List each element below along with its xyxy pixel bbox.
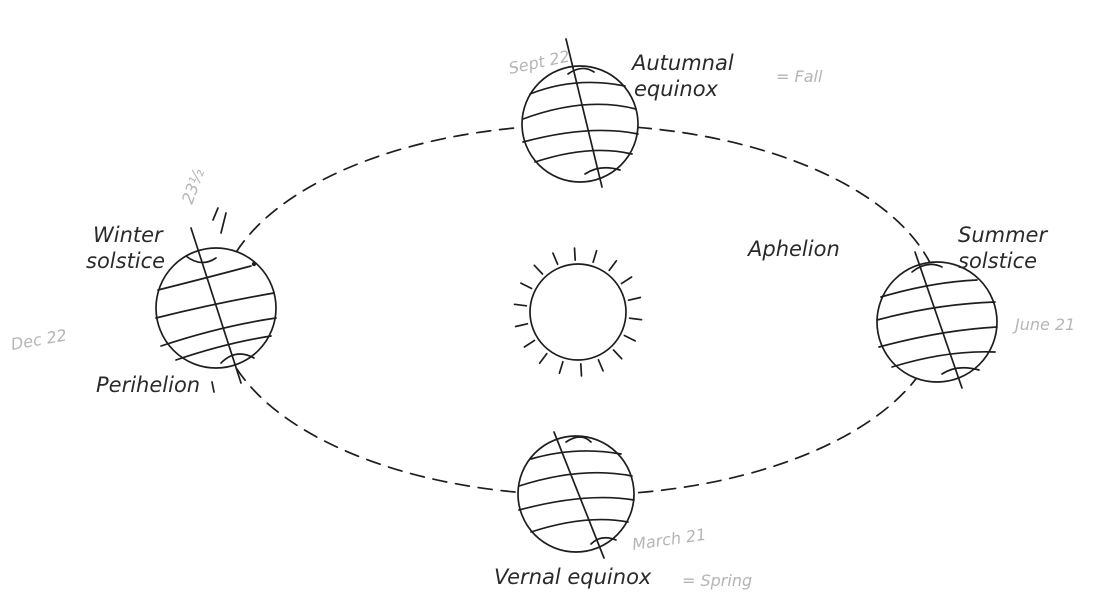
sun-ray [524, 340, 534, 347]
sun-ray [553, 253, 558, 264]
sun-ray [624, 336, 635, 341]
sun [515, 248, 642, 376]
sun-ray [575, 248, 576, 260]
sun-ray [581, 364, 582, 376]
sun-ray [515, 304, 527, 306]
perihelion-marker [212, 382, 214, 392]
note-march: March 21 [631, 525, 707, 554]
globe-vernal-equinox [518, 432, 634, 558]
note-june: June 21 [1012, 315, 1075, 334]
note-dec: Dec 22 [9, 325, 68, 354]
note-fall: = Fall [776, 67, 823, 86]
label-winter: Winter [93, 223, 164, 247]
note-tilt: 23½ [178, 166, 208, 207]
sun-ray [609, 261, 616, 271]
globe-winter-solstice [156, 208, 276, 383]
label-vernal-equinox: Vernal equinox [494, 565, 652, 589]
label-winter-solstice: solstice [86, 249, 165, 273]
note-spring: = Spring [682, 571, 752, 590]
sun-ray [534, 265, 542, 274]
sun-ray [559, 362, 563, 373]
label-autumnal-equinox: equinox [634, 77, 719, 101]
sun-ray [614, 350, 622, 359]
label-autumnal: Autumnal [630, 51, 734, 75]
sun-ray [622, 277, 632, 284]
sun-ray [598, 360, 603, 371]
label-summer: Summer [958, 223, 1048, 247]
sun-ray [629, 298, 641, 301]
sun-ray [540, 354, 547, 364]
sun-ray [521, 283, 532, 288]
label-aphelion: Aphelion [746, 237, 840, 261]
sun-ray [516, 324, 528, 327]
sun-ray [593, 251, 597, 262]
label-summer-solstice: solstice [958, 249, 1037, 273]
sun-ray [630, 318, 642, 320]
label-perihelion: Perihelion [96, 373, 200, 397]
